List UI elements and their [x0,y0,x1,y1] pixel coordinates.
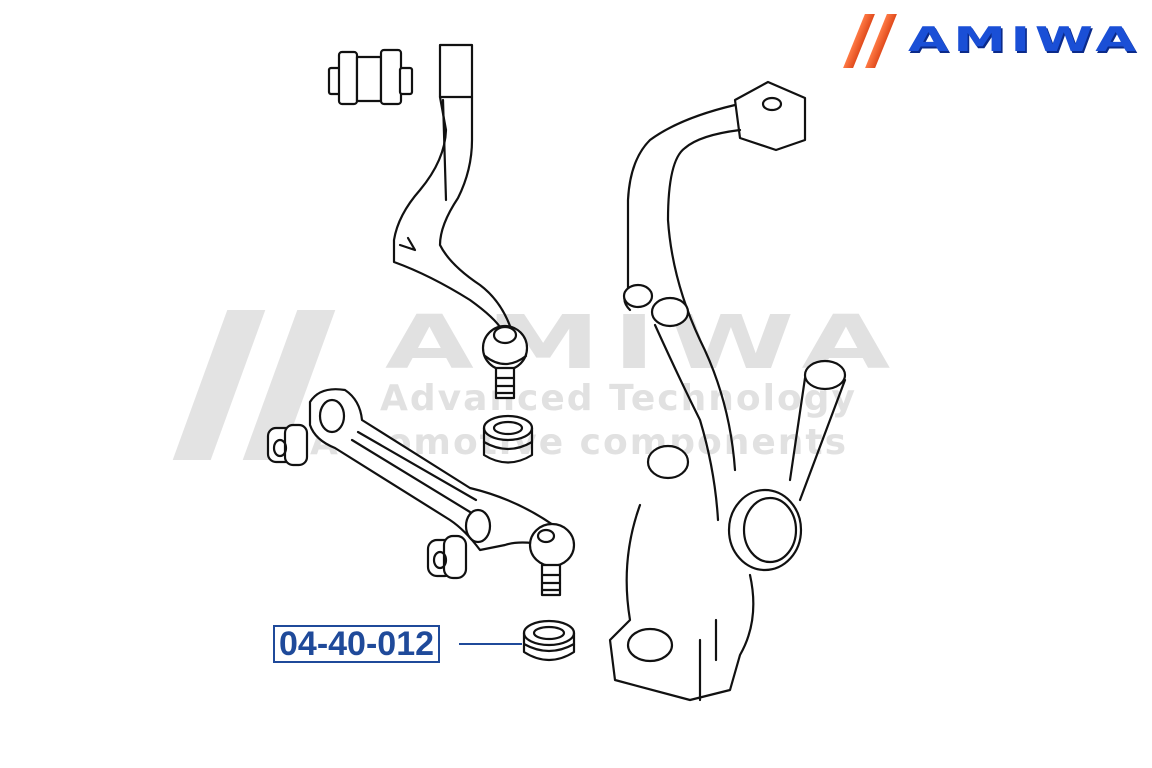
steering-knuckle-icon [608,80,847,702]
upper-ball-joint-icon [481,324,529,400]
lower-arm-bushing-front-icon [266,423,309,467]
brand-logo: AMIWA [840,14,1140,70]
lower-arm-bushing-rear-icon [426,534,468,580]
upper-arm-bushing-icon [327,48,414,106]
upper-control-arm-icon [392,43,512,332]
upper-ball-joint-boot-icon [482,414,534,464]
lower-control-arm-icon [308,388,562,552]
callout-leader-line [459,643,522,645]
logo-text: AMIWA [908,20,1141,60]
lower-ball-joint-icon [528,522,576,597]
part-number-label[interactable]: 04-40-012 [273,625,441,663]
lower-ball-joint-boot-icon [522,619,576,662]
